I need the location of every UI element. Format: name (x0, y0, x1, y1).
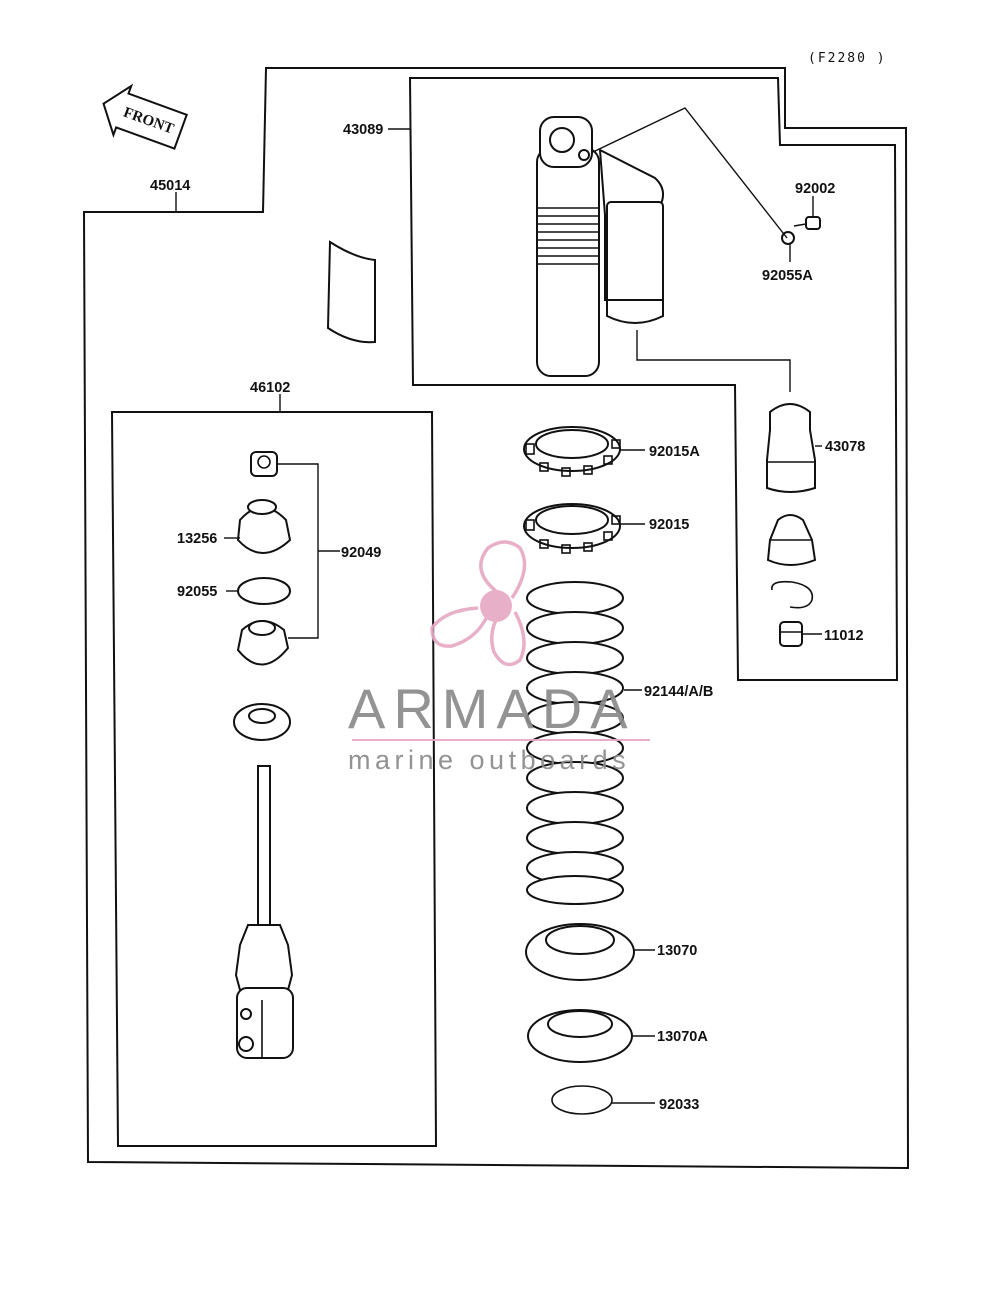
nut-top-part (250, 451, 278, 477)
stopper-plate-part (233, 703, 291, 741)
reservoir-cap-43078 (766, 403, 816, 493)
o-ring-92055 (237, 577, 291, 605)
spring-seat-13070 (525, 923, 635, 981)
label-92144: 92144/A/B (644, 684, 713, 700)
circlip-92033 (551, 1085, 613, 1115)
label-45014: 45014 (150, 178, 190, 194)
spring-92144 (526, 581, 624, 905)
label-13070: 13070 (657, 943, 697, 959)
label-92002: 92002 (795, 181, 835, 197)
label-92055a: 92055A (762, 268, 813, 284)
label-92015a: 92015A (649, 444, 700, 460)
front-arrow-icon: FRONT (102, 83, 189, 150)
piston-rod-part (234, 765, 294, 1059)
watermark: ARMADA marine outboards (348, 540, 650, 775)
bushing-13256 (236, 499, 292, 554)
bolt-92002 (793, 216, 821, 230)
label-13070a: 13070A (657, 1029, 708, 1045)
spring-seat-13070a (527, 1009, 633, 1063)
label-92033: 92033 (659, 1097, 699, 1113)
label-92049: 92049 (341, 545, 381, 561)
frame-46102 (110, 411, 438, 1147)
watermark-subtitle: marine outboards (348, 745, 630, 775)
outer-frame-45014 (82, 67, 910, 1170)
label-46102: 46102 (250, 380, 290, 396)
nut-11012 (779, 621, 803, 647)
adjuster-nut-92015 (523, 503, 621, 554)
adjuster-nut-92015a (523, 426, 621, 477)
label-92055: 92055 (177, 584, 217, 600)
shock-body-43089 (536, 116, 791, 392)
label-13256: 13256 (177, 531, 217, 547)
shock-cover-part (326, 240, 376, 344)
label-92015: 92015 (649, 517, 689, 533)
bushing-lower-part (236, 620, 290, 666)
propeller-hub-icon (480, 590, 512, 622)
bump-stop-part (766, 514, 817, 566)
diagram-code: (F2280 ) (808, 51, 887, 66)
label-11012: 11012 (824, 628, 864, 644)
frame-43089 (408, 77, 899, 681)
circlip-part (771, 580, 814, 609)
watermark-title: ARMADA (348, 677, 636, 740)
propeller-logo-icon (430, 540, 527, 667)
label-43089: 43089 (343, 122, 383, 138)
label-43078: 43078 (825, 439, 865, 455)
